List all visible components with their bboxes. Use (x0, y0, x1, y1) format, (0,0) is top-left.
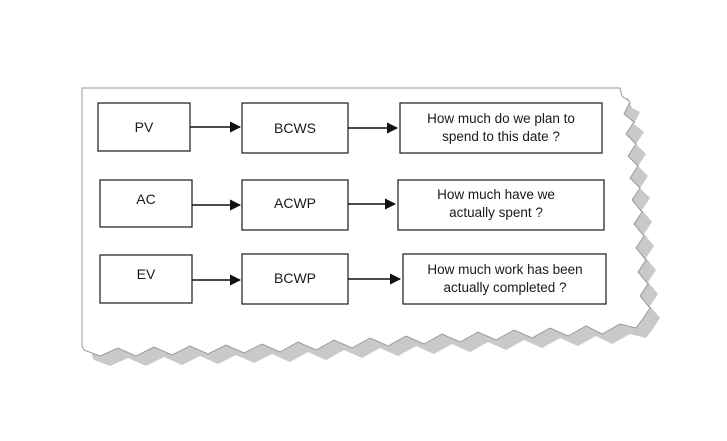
row-pv: PV BCWS How much do we plan to spend to … (97, 102, 603, 154)
question-line-1: How much do we plan to (427, 111, 575, 126)
question-line-1: How much have we (437, 187, 555, 202)
metric-label-ev: EV (137, 266, 156, 282)
metric-label-pv: PV (135, 119, 154, 135)
metric-box-ev (99, 254, 193, 304)
metric-box-ac (99, 179, 193, 228)
term-box-acwp (241, 179, 349, 231)
question-box-completed (402, 253, 607, 305)
term-label-bcws: BCWS (274, 120, 316, 136)
term-box-bcws (241, 102, 349, 154)
question-line-2: actually spent ? (449, 205, 543, 220)
metric-label-ac: AC (136, 191, 155, 207)
question-box-spent (397, 179, 605, 231)
question-line-2: actually completed ? (443, 280, 566, 295)
question-line-1: How much work has been (427, 262, 582, 277)
row-ev: EV BCWP How much work has been actually … (99, 253, 607, 305)
metric-box-pv (97, 102, 191, 152)
term-box-bcwp (241, 253, 349, 305)
question-box-plan (399, 102, 603, 154)
question-line-2: spend to this date ? (442, 129, 560, 144)
term-label-bcwp: BCWP (274, 270, 316, 286)
row-ac: AC ACWP How much have we actually spent … (99, 179, 605, 231)
term-label-acwp: ACWP (274, 195, 316, 211)
